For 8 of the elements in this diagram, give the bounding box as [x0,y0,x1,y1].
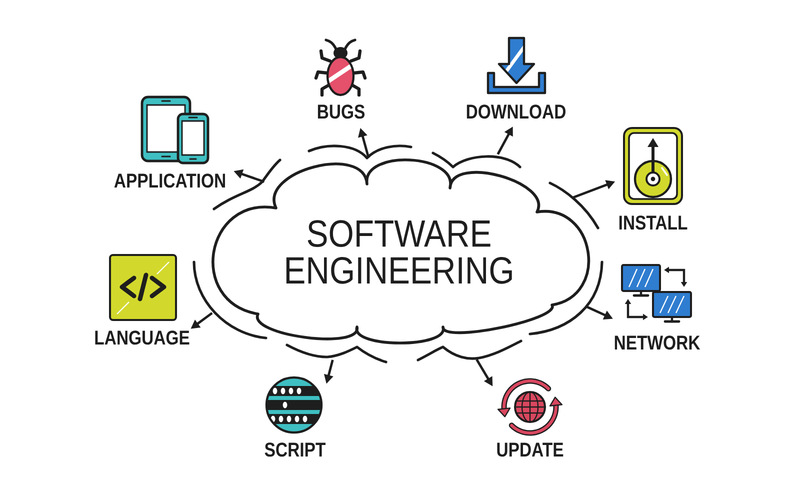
topic-label: BUGS [318,104,365,119]
topic-label: LANGUAGE [95,330,190,345]
topic-label: UPDATE [497,442,564,457]
topic-label: SCRIPT [264,442,326,457]
topic-label: INSTALL [619,216,688,230]
topic-label: NETWORK [614,336,700,350]
topic-label: DOWNLOAD [466,104,566,119]
topic-label: APPLICATION [114,174,225,188]
